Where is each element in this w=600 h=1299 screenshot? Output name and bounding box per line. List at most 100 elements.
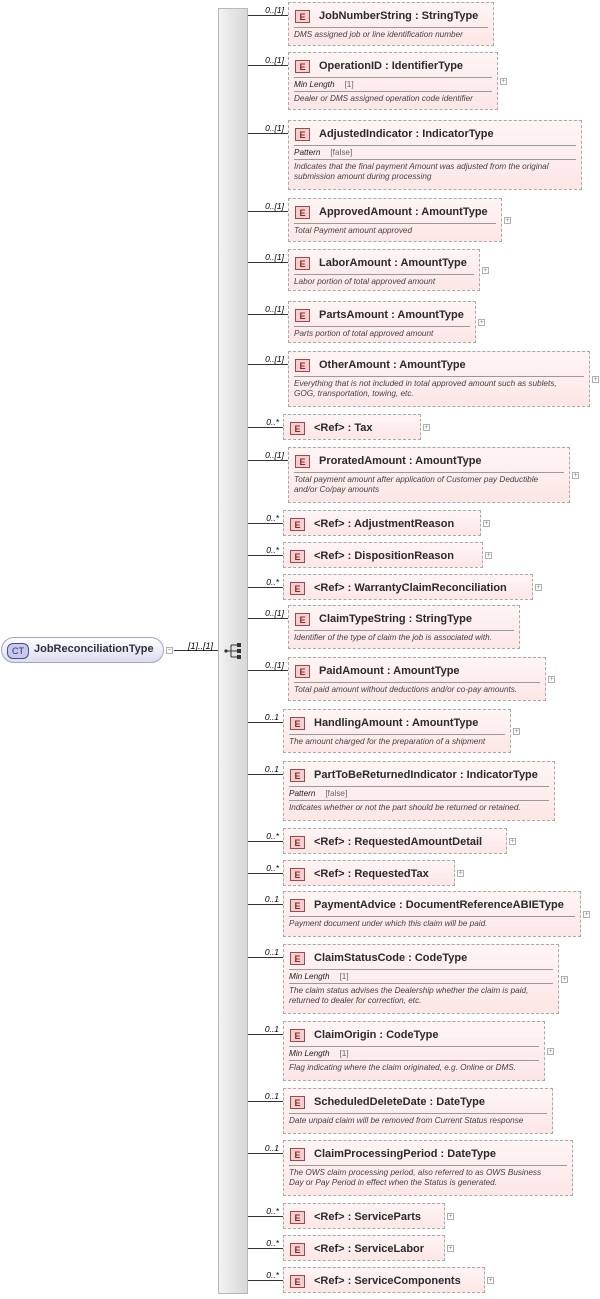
element-name: <Ref> : Tax bbox=[314, 422, 373, 434]
cardinality-label: 0..* bbox=[266, 1238, 279, 1248]
element-name: PaidAmount : AmountType bbox=[319, 665, 460, 677]
element-documentation: The amount charged for the preparation o… bbox=[289, 737, 506, 747]
element-name: LaborAmount : AmountType bbox=[319, 257, 467, 269]
connector-line bbox=[248, 460, 288, 461]
element-name: <Ref> : AdjustmentReason bbox=[314, 518, 455, 530]
element-badge: E bbox=[295, 309, 310, 322]
separator bbox=[294, 682, 540, 683]
expand-toggle[interactable]: + bbox=[447, 1245, 454, 1252]
element-badge: E bbox=[295, 359, 310, 372]
expand-toggle[interactable]: + bbox=[504, 217, 511, 224]
element-badge: E bbox=[295, 455, 310, 468]
documentation-line: Day or Pay Period in effect when the Sta… bbox=[289, 1178, 497, 1187]
expand-toggle[interactable]: + bbox=[478, 319, 485, 326]
expand-toggle[interactable]: + bbox=[485, 552, 492, 559]
connector-line bbox=[248, 957, 283, 958]
connector-line bbox=[248, 427, 283, 428]
element-name: <Ref> : ServiceParts bbox=[314, 1211, 422, 1223]
separator bbox=[289, 1060, 539, 1061]
expand-toggle[interactable]: + bbox=[447, 1213, 454, 1220]
ref-element-node[interactable]: E<Ref> : WarrantyClaimReconciliation bbox=[283, 574, 533, 600]
expand-toggle[interactable]: + bbox=[500, 78, 507, 85]
separator bbox=[294, 27, 488, 28]
separator bbox=[289, 734, 505, 735]
ref-element-node[interactable]: E <Ref> : ServiceComponents bbox=[283, 1267, 485, 1293]
cardinality-label: 0..* bbox=[266, 831, 279, 841]
expand-toggle[interactable]: + bbox=[548, 676, 555, 683]
element-badge: E bbox=[290, 1096, 305, 1109]
element-name: OtherAmount : AmountType bbox=[319, 359, 466, 371]
expand-toggle[interactable]: + bbox=[583, 911, 590, 918]
expand-toggle[interactable]: + bbox=[482, 267, 489, 274]
expand-toggle[interactable]: + bbox=[483, 520, 490, 527]
facet-value: [1] bbox=[339, 1049, 349, 1058]
ref-element-node[interactable]: E<Ref> : RequestedAmountDetail bbox=[283, 828, 507, 854]
element-name: <Ref> : WarrantyClaimReconciliation bbox=[314, 582, 507, 594]
expand-toggle[interactable]: + bbox=[572, 472, 579, 479]
expand-toggle[interactable]: + bbox=[457, 870, 464, 877]
element-name: <Ref> : ServiceComponents bbox=[314, 1275, 461, 1287]
element-documentation: Total Payment amount approved bbox=[294, 226, 497, 236]
documentation-line: returned to dealer for correction, etc. bbox=[289, 996, 422, 1005]
expand-toggle[interactable]: + bbox=[592, 376, 599, 383]
documentation-line: Total Payment amount approved bbox=[294, 226, 413, 235]
connector-line bbox=[248, 1280, 283, 1281]
separator bbox=[294, 159, 576, 160]
expand-toggle[interactable]: + bbox=[535, 584, 542, 591]
facet-name: Min Length bbox=[294, 80, 335, 89]
element-name: OperationID : IdentifierType bbox=[319, 60, 464, 72]
element-badge: E bbox=[290, 1275, 305, 1288]
expand-toggle[interactable]: + bbox=[547, 1048, 554, 1055]
documentation-line: Everything that is not included in total… bbox=[294, 379, 557, 388]
element-name: ProratedAmount : AmountType bbox=[319, 455, 482, 467]
expand-toggle[interactable]: + bbox=[561, 976, 568, 983]
ref-element-node[interactable]: E<Ref> : AdjustmentReason bbox=[283, 510, 481, 536]
ref-element-node[interactable]: E<Ref> : Tax bbox=[283, 414, 421, 440]
element-badge: E bbox=[290, 550, 305, 563]
expand-toggle[interactable]: + bbox=[513, 728, 520, 735]
expand-toggle[interactable]: + bbox=[509, 838, 516, 845]
cardinality-label: 0..* bbox=[266, 417, 279, 427]
cardinality-label: 0..1 bbox=[264, 712, 279, 722]
collapse-toggle[interactable]: − bbox=[166, 647, 173, 654]
element-documentation: DMS assigned job or line identification … bbox=[294, 30, 489, 40]
element-badge: E bbox=[290, 1029, 305, 1042]
element-name: <Ref> : RequestedAmountDetail bbox=[314, 836, 483, 848]
element-name: ClaimStatusCode : CodeType bbox=[314, 952, 468, 964]
separator bbox=[289, 916, 575, 917]
expand-toggle[interactable]: + bbox=[423, 424, 430, 431]
separator bbox=[289, 786, 549, 787]
expand-toggle[interactable]: + bbox=[487, 1277, 494, 1284]
complex-type-name: JobReconciliationType bbox=[34, 643, 154, 655]
ct-connector-line bbox=[174, 650, 218, 651]
element-badge: E bbox=[290, 952, 305, 965]
ref-element-node[interactable]: E<Ref> : ServiceLabor bbox=[283, 1235, 445, 1261]
separator bbox=[294, 376, 584, 377]
connector-line bbox=[248, 904, 283, 905]
complex-type-node[interactable]: CT JobReconciliationType bbox=[1, 637, 164, 663]
ref-element-node[interactable]: E<Ref> : RequestedTax bbox=[283, 860, 455, 886]
ref-element-node[interactable]: E<Ref> : ServiceParts bbox=[283, 1203, 445, 1229]
facet-row: Min Length[1] bbox=[294, 80, 354, 89]
connector-line bbox=[248, 1248, 283, 1249]
ref-element-node[interactable]: E<Ref> : DispositionReason bbox=[283, 542, 483, 568]
cardinality-label: 0..[1] bbox=[265, 660, 284, 670]
